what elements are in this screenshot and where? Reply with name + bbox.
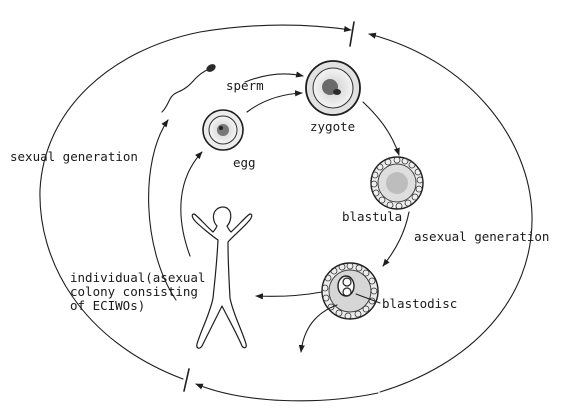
- labels: sperm zygote egg sexual generation blast…: [10, 78, 549, 313]
- label-individual-line-2: colony consisting: [70, 284, 198, 299]
- generation-divider-bottom: [183, 368, 190, 392]
- arrow-blastula-to-blastodisc: [382, 211, 410, 267]
- cycle-arrows: [148, 71, 410, 353]
- zygote-drawing: [305, 60, 361, 116]
- generation-divider-top: [349, 21, 355, 47]
- arrow-zygote-to-blastula: [362, 101, 400, 156]
- outer-arc-left: [39, 24, 352, 380]
- arrow-blastodisc-to-individual: [255, 291, 323, 300]
- blastodisc-pointer-line: [355, 293, 381, 304]
- arrow-blastodisc-onward: [298, 304, 338, 353]
- outer-cycle: [39, 21, 533, 402]
- label-asexual-generation: asexual generation: [414, 229, 549, 244]
- arrow-individual-to-egg: [180, 151, 203, 257]
- outer-arc-bottom: [195, 383, 379, 402]
- arrow-individual-to-sperm: [148, 119, 177, 301]
- label-blastula: blastula: [342, 209, 402, 224]
- egg-drawing: [202, 109, 244, 151]
- label-sperm: sperm: [226, 78, 264, 93]
- outer-arc-top-right: [368, 32, 533, 393]
- blastodisc-drawing: [321, 262, 379, 320]
- label-blastodisc: blastodisc: [382, 296, 457, 311]
- label-individual-line-1: individual(asexual: [70, 270, 205, 285]
- label-egg: egg: [233, 155, 256, 170]
- arrow-egg-to-zygote: [246, 90, 303, 113]
- arrow-sperm-to-zygote: [244, 71, 304, 83]
- label-sexual-generation: sexual generation: [10, 149, 138, 164]
- blastula-drawing: [370, 156, 424, 210]
- label-zygote: zygote: [310, 119, 355, 134]
- label-individual-line-3: of ECIWOs): [70, 298, 145, 313]
- sperm-drawing: [161, 64, 216, 113]
- individual-figure: [191, 206, 253, 349]
